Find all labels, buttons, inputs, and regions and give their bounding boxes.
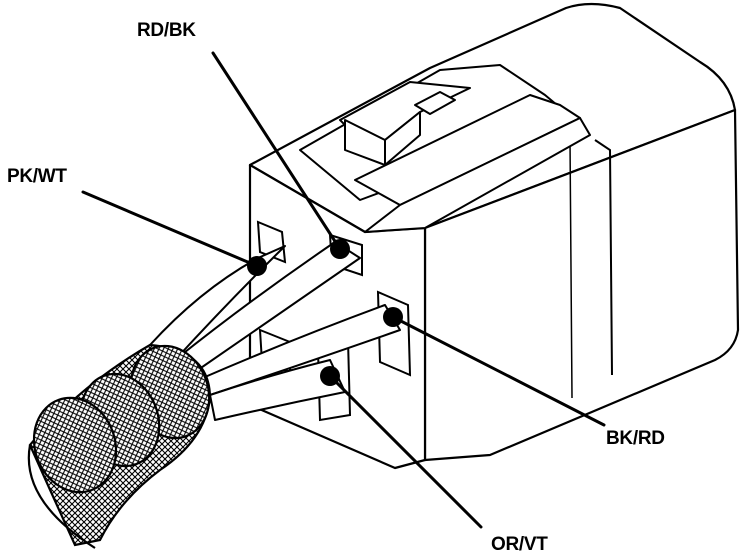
wire-pk-wt (149, 245, 286, 361)
leader-bk-rd (391, 315, 606, 427)
callout-label-bk-rd: BK/RD (606, 428, 665, 449)
leader-rd-bk (211, 51, 342, 251)
wire-harness (149, 241, 401, 421)
callout-label-rd-bk: RD/BK (137, 20, 196, 41)
leader-or-vt (328, 374, 483, 529)
pin-marker-pk-wt (247, 256, 267, 276)
callout-label-pk-wt: PK/WT (7, 166, 67, 187)
callout-label-or-vt: OR/VT (491, 534, 548, 555)
pin-markers (247, 239, 403, 386)
connector-side-edge (594, 139, 613, 376)
braided-sleeve (27, 343, 212, 549)
pin-marker-rd-bk (330, 239, 350, 259)
leader-pk-wt (81, 190, 259, 268)
pin-marker-or-vt (320, 366, 340, 386)
sleeve-end-3 (32, 396, 118, 494)
wire-rd-bk (174, 241, 361, 373)
locking-tab (299, 64, 591, 233)
callout-leaders (81, 51, 606, 529)
pin-marker-bk-rd (383, 307, 403, 327)
